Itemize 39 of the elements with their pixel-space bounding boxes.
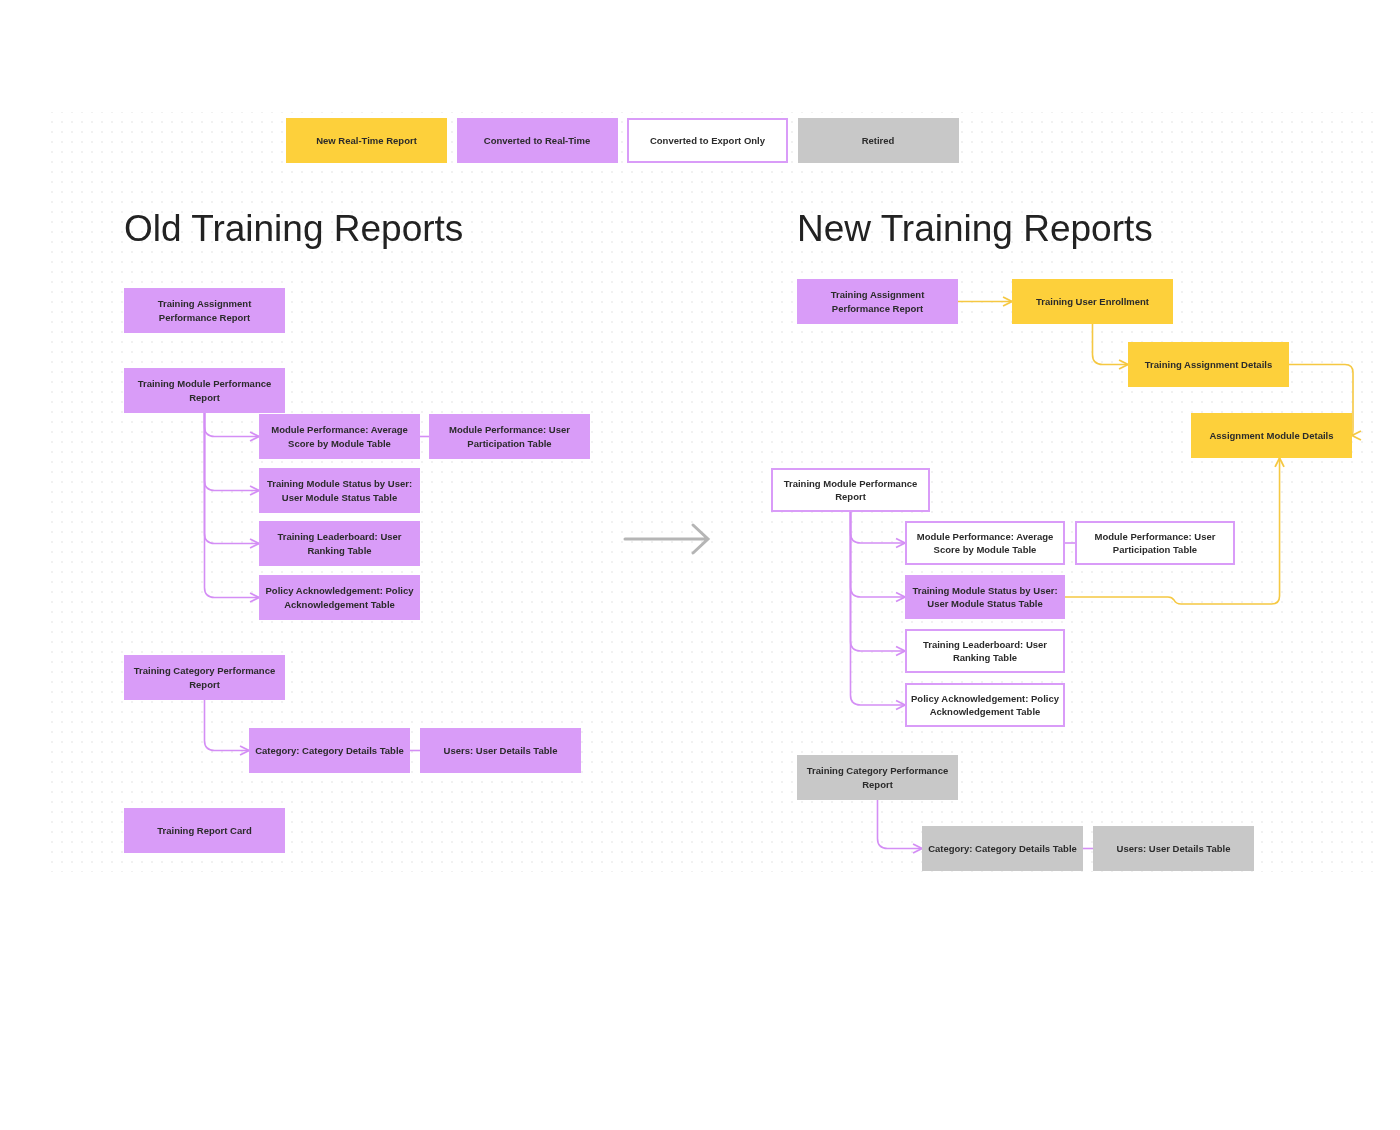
arrow bbox=[203, 412, 260, 603]
report-box: Training Leaderboard: User Ranking Table bbox=[259, 521, 420, 566]
report-box: Training User Enrollment bbox=[1012, 279, 1173, 324]
report-box: Module Performance: Average Score by Module Table bbox=[905, 521, 1065, 565]
report-box: Module Performance: Average Score by Module Table bbox=[259, 414, 420, 459]
report-box: Category: Category Details Table bbox=[249, 728, 410, 773]
arrow bbox=[849, 511, 906, 711]
report-box: Module Performance: User Participation Table bbox=[1075, 521, 1235, 565]
report-box: Training Category Performance Report bbox=[797, 755, 958, 800]
report-box: Assignment Module Details bbox=[1191, 413, 1352, 458]
report-box: Users: User Details Table bbox=[420, 728, 581, 773]
report-box: Policy Acknowledgement: Policy Acknowledgement Table bbox=[259, 575, 420, 620]
report-box: Training Category Performance Report bbox=[124, 655, 285, 700]
arrow bbox=[1064, 457, 1285, 605]
report-box: Training Module Status by User: User Module Status Table bbox=[905, 575, 1065, 619]
arrow bbox=[1091, 323, 1129, 370]
report-box: Training Leaderboard: User Ranking Table bbox=[905, 629, 1065, 673]
report-box: Module Performance: User Participation Table bbox=[429, 414, 590, 459]
section-heading: Old Training Reports bbox=[124, 208, 464, 250]
report-box: Category: Category Details Table bbox=[922, 826, 1083, 871]
report-box: Training Report Card bbox=[124, 808, 285, 853]
report-box: Training Assignment Performance Report bbox=[797, 279, 958, 324]
arrow bbox=[203, 699, 250, 756]
connector-line bbox=[1064, 542, 1076, 544]
report-box: Training Module Status by User: User Module Status Table bbox=[259, 468, 420, 513]
arrow bbox=[1288, 363, 1363, 438]
arrow bbox=[957, 296, 1013, 307]
legend-item: Retired bbox=[797, 118, 959, 163]
legend-item: New Real-Time Report bbox=[286, 118, 447, 163]
report-box: Training Assignment Details bbox=[1128, 342, 1289, 387]
report-box: Policy Acknowledgement: Policy Acknowledgement Table bbox=[905, 683, 1065, 727]
report-box: Training Module Performance Report bbox=[771, 468, 930, 512]
report-box: Users: User Details Table bbox=[1093, 826, 1254, 871]
section-heading: New Training Reports bbox=[797, 208, 1153, 250]
report-box: Training Module Performance Report bbox=[124, 368, 285, 413]
legend-item: Converted to Export Only bbox=[627, 118, 788, 163]
legend-item: Converted to Real-Time bbox=[456, 118, 618, 163]
report-box: Training Assignment Performance Report bbox=[124, 288, 285, 333]
arrow bbox=[876, 799, 923, 854]
